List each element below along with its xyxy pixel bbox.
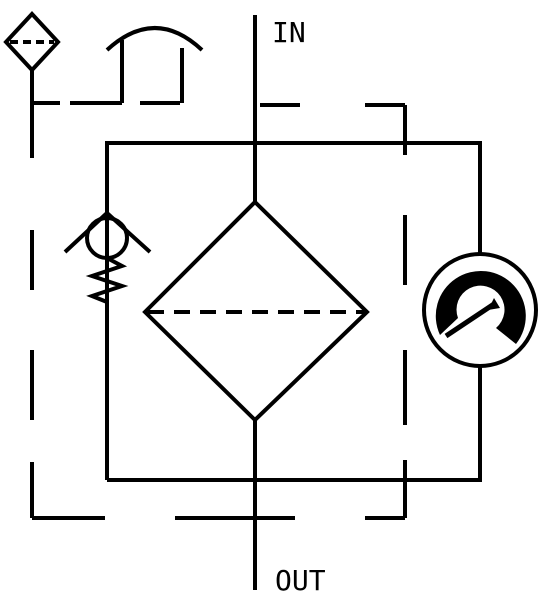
spring-icon [85,256,129,310]
inlet-label: IN [272,16,306,49]
diamond-filter-icon [142,199,370,423]
bypass-loop-bottom [107,367,482,482]
dashed-enclosure-outline [30,101,407,520]
small-diamond-filter-icon [3,11,61,103]
arc-cover-icon [105,26,204,103]
pressure-gauge-icon [422,252,538,368]
bypass-loop-top [105,141,482,480]
outlet-label: OUT [275,564,326,597]
